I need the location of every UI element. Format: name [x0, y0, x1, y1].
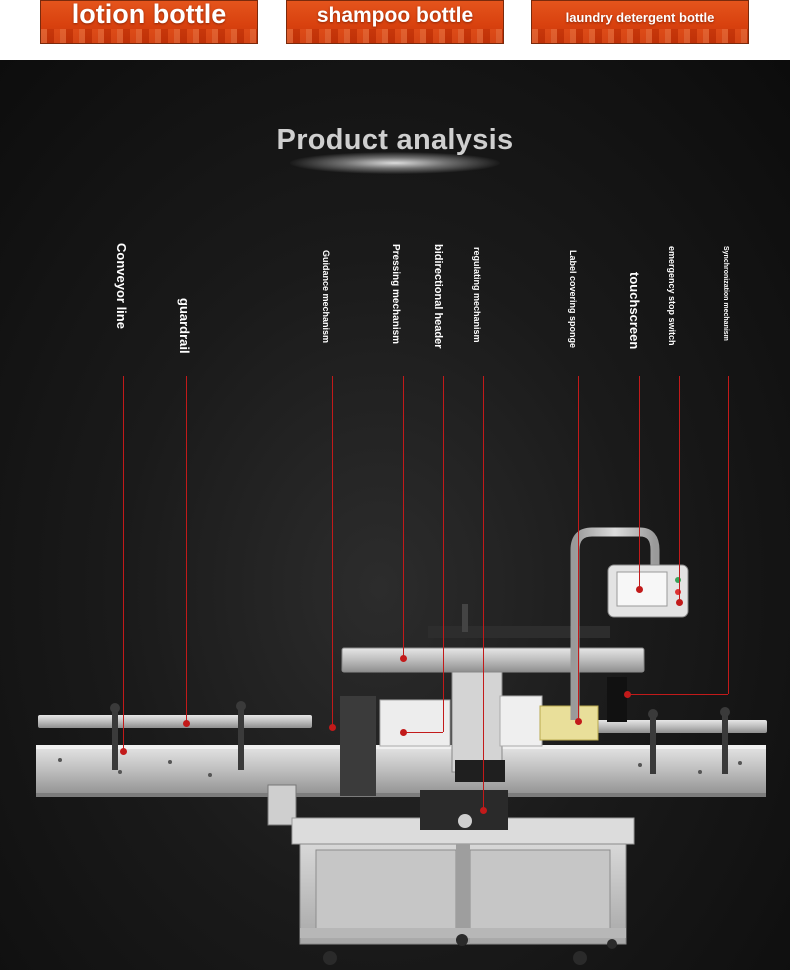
lotion-bottle-tab[interactable]: lotion bottle: [40, 0, 258, 44]
conveyor-posts: [110, 701, 730, 774]
laundry-detergent-bottle-label: laundry detergent bottle: [565, 10, 715, 25]
callout-line-synchronization: [728, 376, 729, 694]
conveyor-bolts: [58, 758, 742, 777]
label-label-covering-sponge: Label covering sponge: [568, 250, 578, 349]
label-bidirectional-header: bidirectional header: [432, 244, 444, 349]
callout-line-guardrail: [186, 376, 187, 723]
label-touchscreen: touchscreen: [627, 272, 642, 350]
shampoo-bottle-tab[interactable]: shampoo bottle: [286, 0, 504, 44]
callout-line-emergency-stop: [679, 376, 680, 602]
callout-dot-synchronization: [624, 691, 631, 698]
callout-dot-guardrail: [183, 720, 190, 727]
cabinet-base: [300, 928, 626, 938]
sync-motor: [607, 677, 627, 722]
section-title: Product analysis: [276, 124, 514, 156]
adjust-rod: [462, 604, 468, 632]
regulating-handwheel: [458, 814, 472, 828]
callout-line-regulating-mechanism: [483, 376, 484, 810]
laundry-detergent-bottle-tab[interactable]: laundry detergent bottle: [531, 0, 749, 44]
callout-dot-bidirectional-header: [400, 729, 407, 736]
tab-texture: [287, 29, 503, 43]
label-guardrail: guardrail: [177, 298, 192, 354]
callout-dot-label-sponge: [575, 718, 582, 725]
label-sponge: [539, 705, 599, 741]
start-button-icon: [675, 577, 681, 583]
shampoo-bottle-label: shampoo bottle: [316, 4, 474, 27]
callout-line-conveyor-line: [123, 376, 124, 751]
label-emergency-stop-switch: emergency stop switch: [667, 246, 677, 346]
regulating-base: [455, 760, 505, 782]
label-synchronization-mechanism: Synchronization mechanism: [722, 246, 729, 341]
label-guidance-mechanism: Guidance mechanism: [321, 250, 331, 344]
callout-dot-guidance-mechanism: [329, 724, 336, 731]
callout-dot-regulating-mechanism: [480, 807, 487, 814]
callout-line-touchscreen: [639, 376, 640, 589]
bidirectional-header-body: [451, 671, 503, 773]
caster-wheels: [323, 934, 617, 965]
callout-connector-header: [403, 732, 443, 733]
callout-line-pressing-mechanism: [403, 376, 404, 658]
label-pressing-mechanism: Pressing mechanism: [390, 244, 401, 345]
cabinet-door-left: [315, 849, 457, 933]
conveyor-bed: [36, 745, 766, 797]
tab-texture: [532, 29, 748, 43]
guidance-assembly: [340, 696, 376, 796]
callout-line-bidirectional-header: [443, 376, 444, 732]
callout-connector-sync: [628, 694, 728, 695]
cabinet-divider: [456, 844, 470, 944]
title-highlight: [290, 152, 500, 174]
callout-dot-conveyor-line: [120, 748, 127, 755]
product-analysis-section: Product analysis: [0, 60, 790, 970]
conveyor-top-edge: [36, 745, 766, 749]
labeling-machine-illustration: [36, 527, 767, 965]
conveyor-guardrail-left: [38, 715, 312, 728]
bottle-type-band: lotion bottle shampoo bottle laundry det…: [0, 0, 790, 60]
gearbox: [267, 784, 297, 826]
conveyor-guardrail-right: [555, 720, 767, 733]
label-conveyor-line: Conveyor line: [114, 243, 129, 329]
pressing-plate: [341, 647, 645, 673]
label-roll-right: [499, 695, 543, 747]
callout-dot-emergency-stop: [676, 599, 683, 606]
callout-line-label-sponge: [578, 376, 579, 721]
conveyor-bottom-edge: [36, 793, 766, 797]
callout-dot-touchscreen: [636, 586, 643, 593]
lotion-bottle-label: lotion bottle: [71, 0, 227, 29]
cabinet-door-right: [469, 849, 611, 933]
screen-arm: [570, 527, 660, 720]
top-bar: [428, 626, 610, 638]
callout-dot-pressing-mechanism: [400, 655, 407, 662]
callout-line-guidance-mechanism: [332, 376, 333, 727]
stop-button-icon: [675, 589, 681, 595]
label-regulating-mechanism: regulating mechanism: [472, 247, 482, 343]
tab-texture: [41, 29, 257, 43]
label-roll-left: [379, 699, 451, 747]
